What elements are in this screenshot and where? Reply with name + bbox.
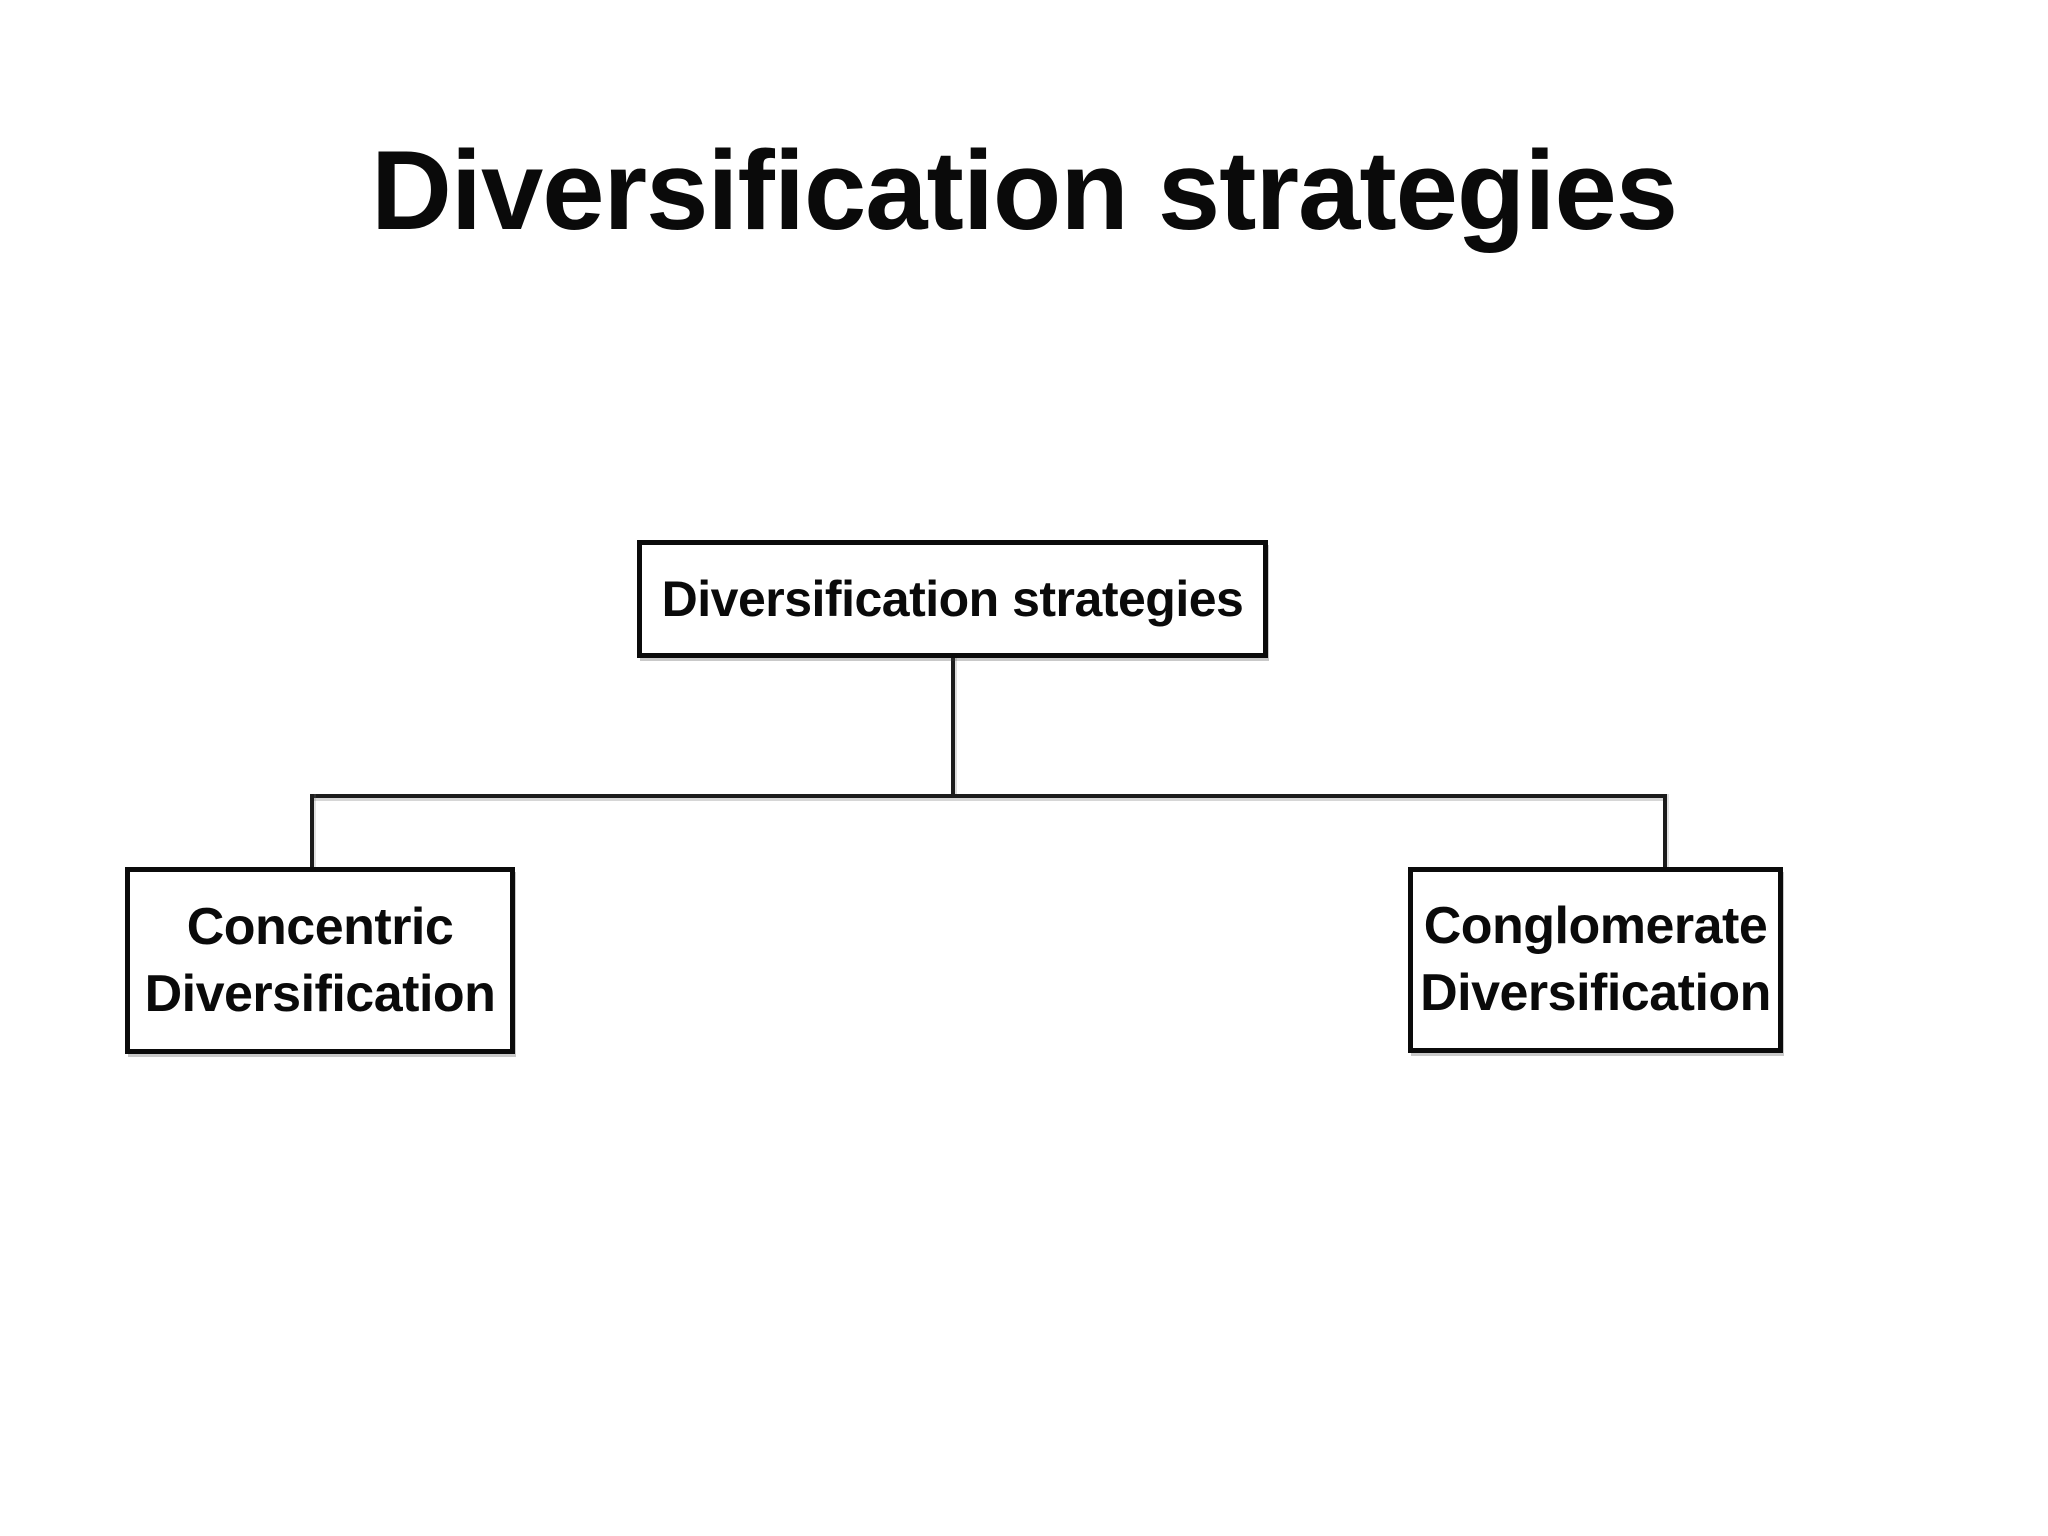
connector-left-drop <box>310 794 314 870</box>
node-concentric-diversification: Concentric Diversification <box>125 867 515 1054</box>
connector-root-stem <box>951 656 955 797</box>
node-root-label: Diversification strategies <box>661 571 1244 627</box>
node-concentric-label: Concentric Diversification <box>144 897 496 1023</box>
slide-title: Diversification strategies <box>370 128 1678 253</box>
connector-branch-rail <box>310 794 1667 798</box>
node-conglomerate-diversification: Conglomerate Diversification <box>1408 867 1783 1053</box>
connector-right-drop <box>1663 794 1667 870</box>
node-conglomerate-label: Conglomerate Diversification <box>1420 897 1771 1022</box>
node-root-diversification-strategies: Diversification strategies <box>637 540 1268 658</box>
